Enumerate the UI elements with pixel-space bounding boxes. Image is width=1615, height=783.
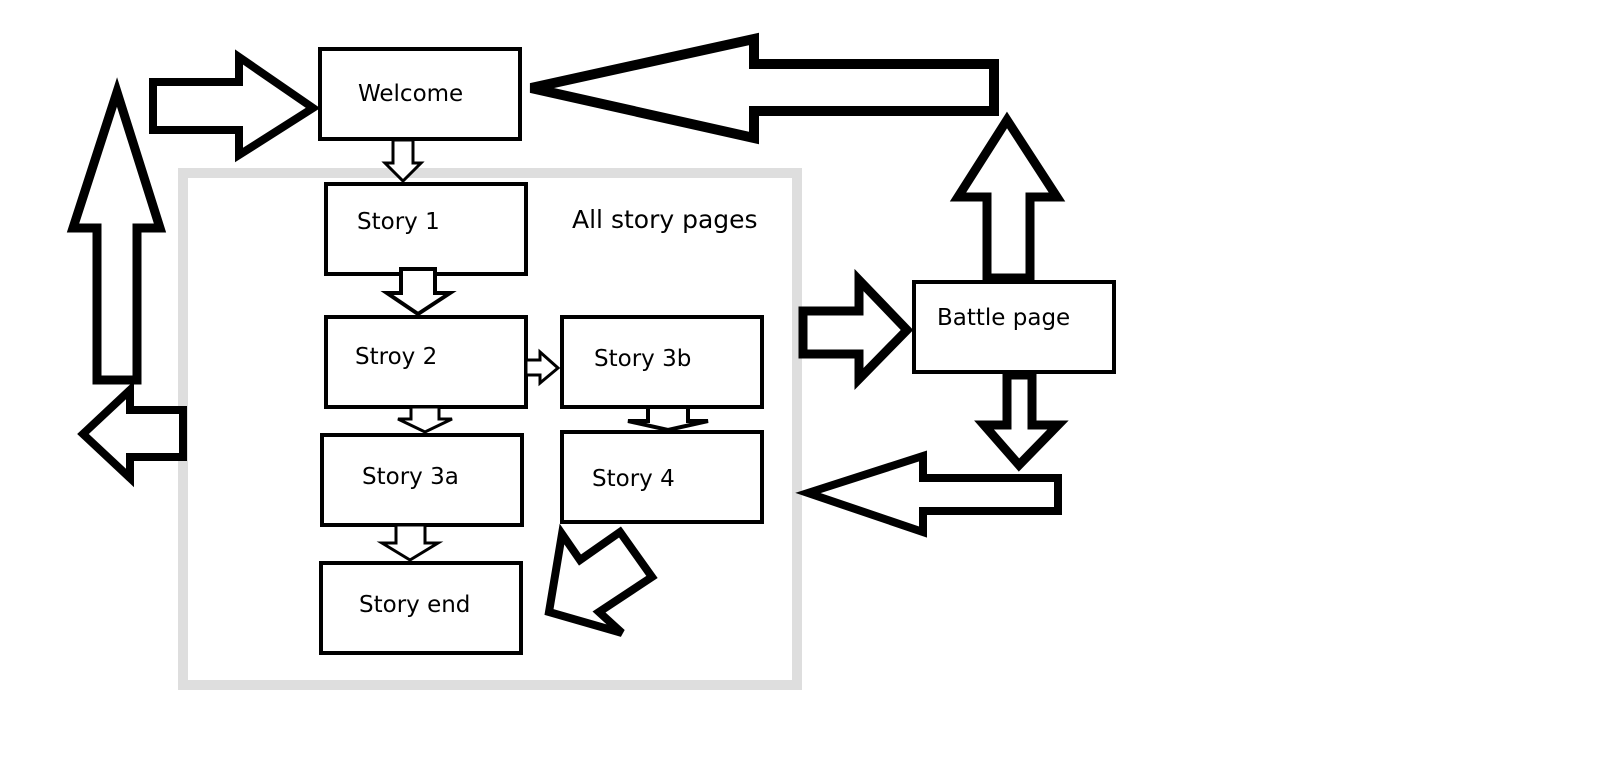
- node-story-3b: Story 3b: [560, 315, 764, 409]
- node-battle-page: Battle page: [912, 280, 1116, 374]
- arrow-group-to-battle: [798, 268, 914, 391]
- node-story-end-label: Story end: [359, 592, 470, 618]
- group-label: All story pages: [572, 205, 758, 234]
- arrow-battle-down: [974, 370, 1069, 472]
- arrow-group-to-left: [77, 380, 187, 488]
- node-battle-page-label: Battle page: [937, 305, 1070, 331]
- node-story-3a-label: Story 3a: [362, 464, 459, 490]
- arrow-story-3a-to-story-end: [376, 523, 444, 562]
- node-story-3b-label: Story 3b: [594, 346, 691, 372]
- node-story-1-label: Story 1: [357, 209, 440, 235]
- node-story-2: Stroy 2: [324, 315, 528, 409]
- node-welcome-label: Welcome: [358, 81, 463, 107]
- node-story-2-label: Stroy 2: [355, 344, 437, 370]
- node-welcome: Welcome: [318, 47, 522, 141]
- arrow-story-2-to-story-3b: [524, 348, 561, 387]
- arrow-into-welcome: [149, 49, 321, 163]
- node-story-4-label: Story 4: [592, 466, 675, 492]
- node-story-4: Story 4: [560, 430, 764, 524]
- node-story-end: Story end: [319, 561, 523, 655]
- arrow-story-4-to-story-end: [544, 523, 658, 637]
- node-story-1: Story 1: [324, 182, 528, 276]
- arrow-welcome-to-story-1: [381, 138, 425, 184]
- arrow-story-1-to-story-2: [380, 267, 457, 317]
- arrow-return-to-story-4: [795, 450, 1062, 538]
- node-story-3a: Story 3a: [320, 433, 524, 527]
- arrow-left-up: [66, 77, 167, 385]
- arrow-story-2-to-story-3a: [397, 405, 453, 434]
- arrow-battle-up: [949, 111, 1066, 283]
- arrow-story-3b-to-story-4: [627, 405, 709, 433]
- arrow-return-to-welcome: [529, 32, 999, 145]
